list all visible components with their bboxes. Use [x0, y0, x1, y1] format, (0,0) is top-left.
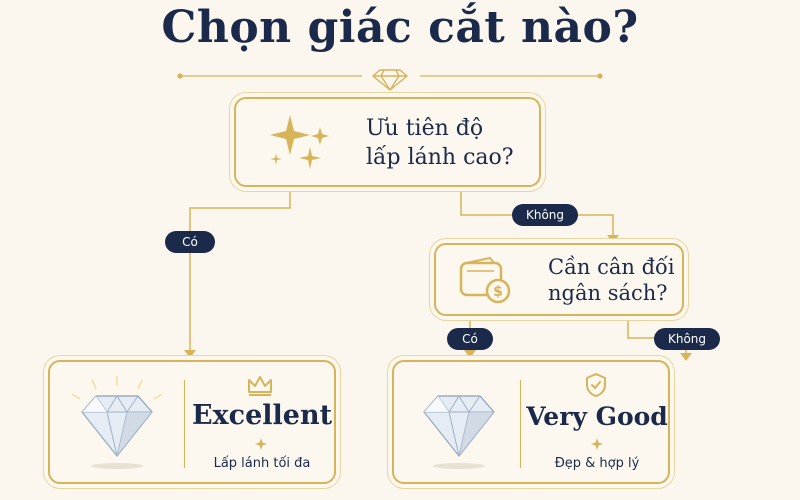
diamond-icon: [423, 395, 495, 469]
question-2-box: $ Cần cân đối ngân sách?: [434, 243, 684, 316]
wallet-icon: $: [459, 256, 511, 304]
question-2-line-2: ngân sách?: [548, 281, 668, 305]
question-1-line-2: lấp lánh cao?: [366, 145, 514, 170]
branch-label-no-1: Không: [512, 204, 578, 226]
branch-label-yes-1: Có: [165, 231, 215, 253]
page-title: Chọn giác cắt nào?: [161, 2, 639, 53]
result-excellent-title: Excellent: [191, 400, 333, 431]
shield-check-icon: [586, 373, 606, 397]
arrowhead: [607, 235, 619, 243]
title-ornament: [177, 73, 603, 79]
sparkle-divider-icon: [255, 438, 267, 450]
sparkle-icon: [270, 115, 329, 169]
diamond-icon: [71, 376, 163, 469]
arrowhead: [464, 350, 476, 358]
result-very-good-title: Very Good: [526, 402, 668, 431]
crown-icon: [248, 376, 272, 396]
question-1-box: Ưu tiên độ lấp lánh cao?: [234, 97, 541, 187]
result-very-good-subtitle: Đẹp & hợp lý: [554, 456, 640, 471]
arrowhead: [680, 353, 692, 361]
branch-label-no-2: Không: [654, 328, 720, 350]
diamond-ornament-icon: [371, 69, 409, 91]
result-excellent-subtitle: Lấp lánh tối đa: [213, 456, 311, 471]
connector-yes-1: [189, 187, 291, 352]
arrowhead: [184, 350, 196, 358]
svg-text:$: $: [493, 284, 503, 300]
question-1-line-1: Ưu tiên độ: [366, 116, 484, 141]
result-very-good-card: Very Good Đẹp & hợp lý: [392, 360, 670, 484]
question-2-line-1: Cần cân đối: [548, 255, 675, 279]
result-excellent-card: Excellent Lấp lánh tối đa: [48, 360, 336, 484]
branch-label-yes-2: Có: [447, 328, 493, 350]
sparkle-divider-icon: [591, 438, 603, 450]
